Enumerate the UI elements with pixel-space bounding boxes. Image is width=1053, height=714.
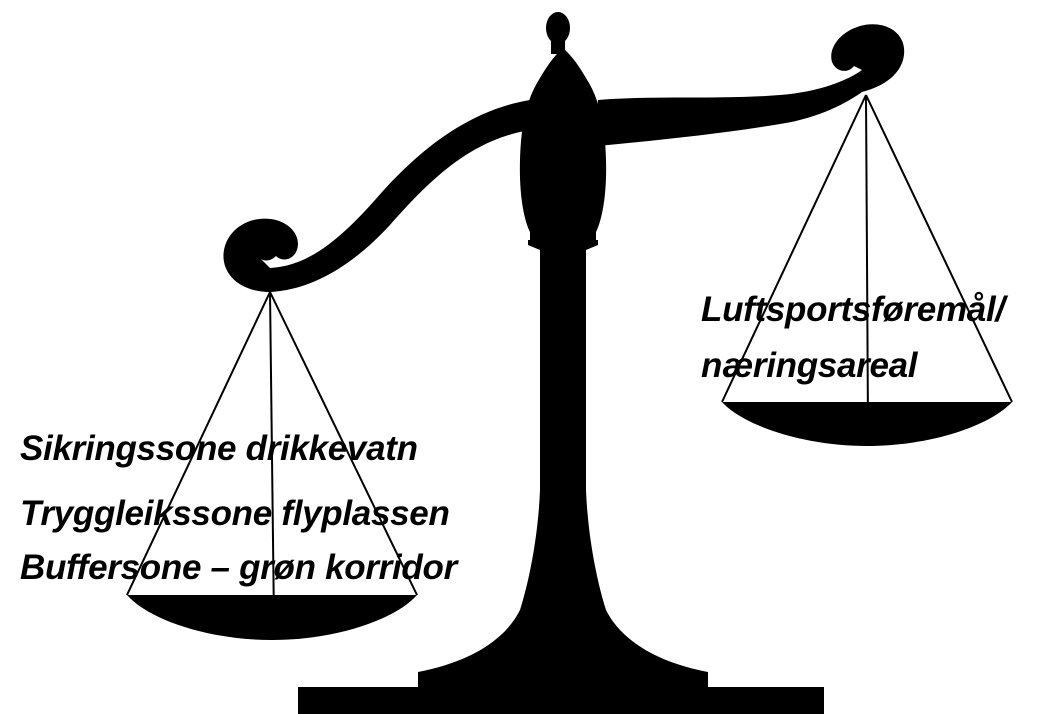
left-beam-hook: [223, 218, 298, 292]
left-pan-bowl: [127, 595, 417, 640]
scale-beam: [270, 100, 530, 292]
left-pan-label-3: Buffersone – grøn korridor: [20, 548, 457, 587]
right-pan-strings: [721, 94, 1013, 426]
right-pan-label-1: Luftsportsføremål/: [701, 290, 1005, 329]
scale-base: [298, 672, 824, 714]
scale-center-body: [519, 48, 607, 246]
scale-beam-right: [598, 70, 862, 146]
left-pan-strings: [126, 291, 418, 623]
right-pan-label-2: næringsareal: [701, 346, 918, 385]
left-pan-label-2: Tryggleikssone flyplassen: [20, 494, 450, 533]
scale-finial-neck: [551, 40, 565, 54]
left-pan-label-1: Sikringssone drikkevatn: [20, 429, 418, 468]
scale-pillar: [418, 240, 708, 672]
right-pan-bowl: [722, 402, 1012, 446]
scale-finial-top: [546, 12, 570, 44]
right-beam-hook: [831, 24, 905, 92]
